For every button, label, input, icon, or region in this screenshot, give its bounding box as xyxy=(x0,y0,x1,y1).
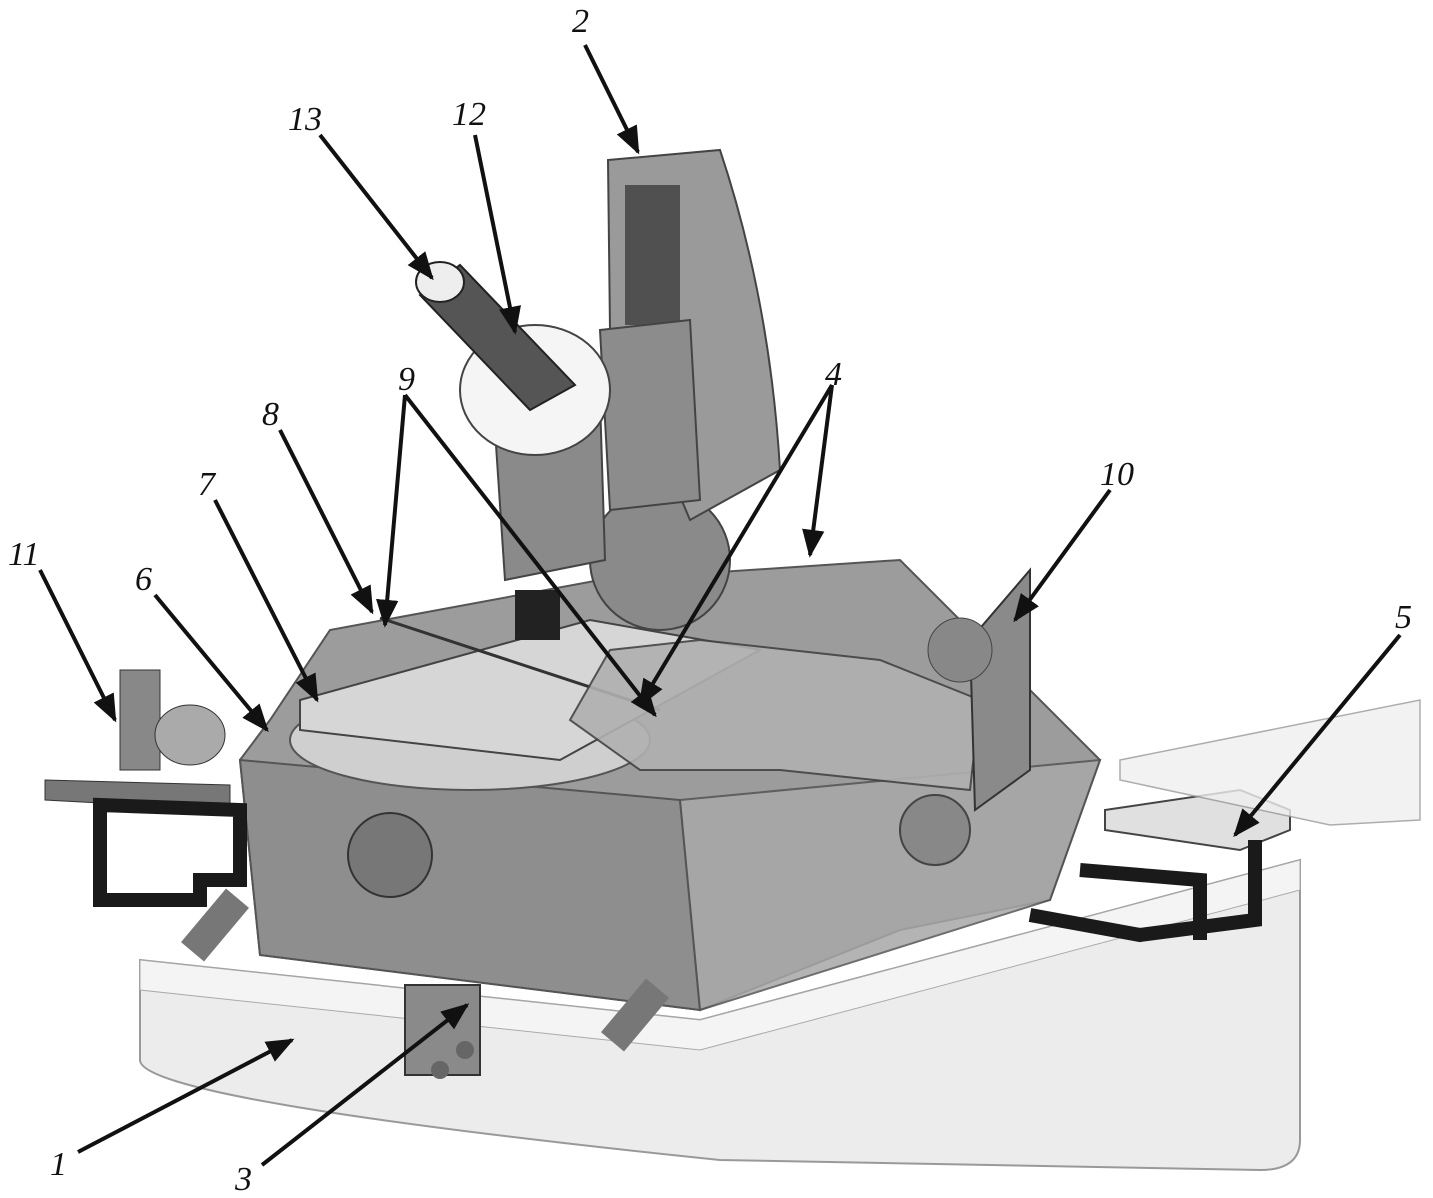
clamp xyxy=(404,984,481,1079)
right-bracket xyxy=(1028,699,1421,943)
label-11: 11 xyxy=(8,536,39,573)
label-10: 10 xyxy=(1100,456,1134,493)
label-6: 6 xyxy=(135,561,152,598)
label-8: 8 xyxy=(262,396,279,433)
label-4: 4 xyxy=(825,356,842,393)
label-13: 13 xyxy=(288,101,322,138)
label-12: 12 xyxy=(452,96,486,133)
label-7: 7 xyxy=(198,466,217,503)
label-2: 2 xyxy=(572,3,589,40)
microscope-head xyxy=(415,261,611,640)
label-1: 1 xyxy=(50,1146,67,1183)
label-9: 9 xyxy=(398,361,415,398)
leader-arrows xyxy=(38,44,1402,1167)
arm-and-screen xyxy=(568,567,1031,812)
column xyxy=(598,148,782,522)
label-5: 5 xyxy=(1395,599,1412,636)
left-bracket xyxy=(44,669,247,907)
label-3: 3 xyxy=(234,1161,252,1198)
